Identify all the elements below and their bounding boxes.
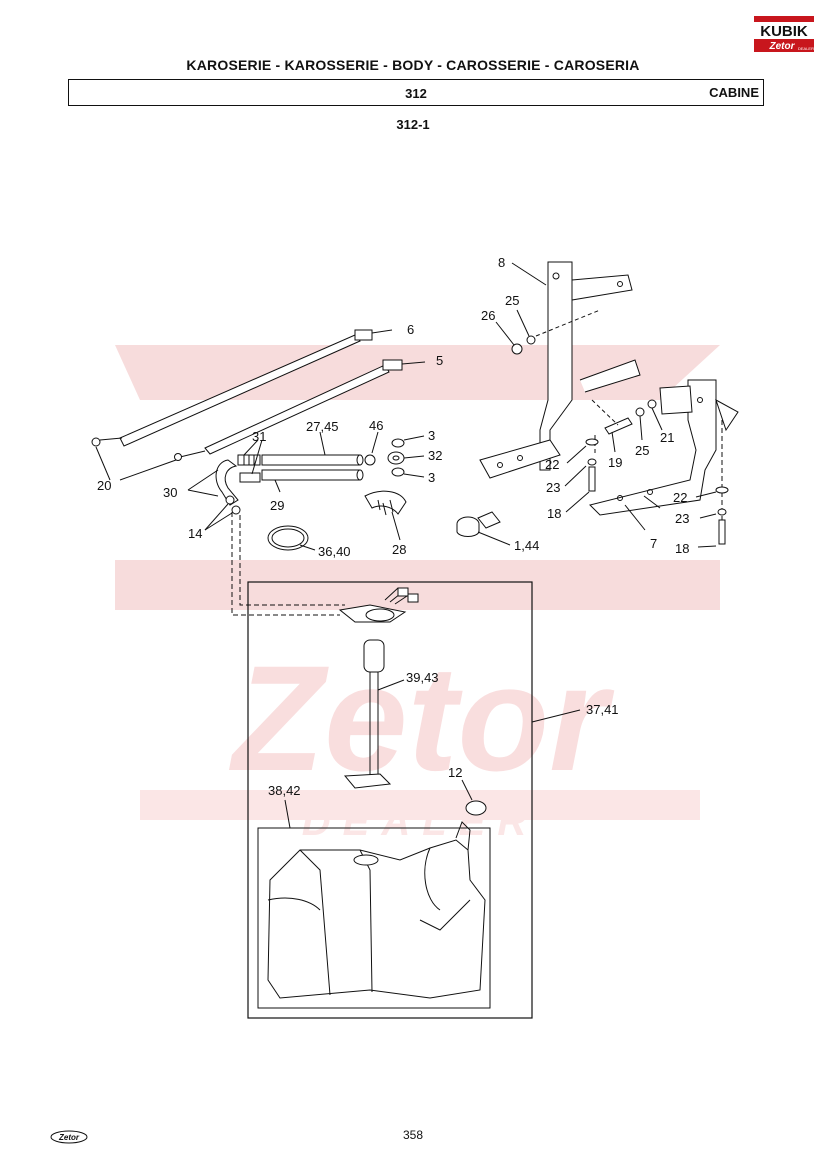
callout-36-40: 36,40 bbox=[318, 544, 351, 559]
footer-logo-text: Zetor bbox=[58, 1133, 80, 1142]
callout-19: 19 bbox=[608, 455, 622, 470]
callout-3a: 3 bbox=[428, 428, 435, 443]
callout-25b: 25 bbox=[635, 443, 649, 458]
washer-46 bbox=[364, 454, 376, 466]
tank-assembly-frame bbox=[247, 581, 533, 1019]
callout-8: 8 bbox=[498, 255, 505, 270]
callout-46: 46 bbox=[369, 418, 383, 433]
callout-22b: 22 bbox=[673, 490, 687, 505]
callout-20: 20 bbox=[97, 478, 111, 493]
callout-27-45: 27,45 bbox=[306, 419, 339, 434]
page-title: KAROSERIE - KAROSSERIE - BODY - CAROSSER… bbox=[186, 57, 640, 73]
callout-30: 30 bbox=[163, 485, 177, 500]
callout-21: 21 bbox=[660, 430, 674, 445]
strap-6 bbox=[91, 329, 393, 447]
nut-26 bbox=[511, 343, 523, 355]
callout-32: 32 bbox=[428, 448, 442, 463]
callout-5: 5 bbox=[436, 353, 443, 368]
callout-18b: 18 bbox=[675, 541, 689, 556]
callout-3b: 3 bbox=[428, 470, 435, 485]
fuel-tank-38 bbox=[267, 821, 486, 999]
callout-14: 14 bbox=[188, 526, 202, 541]
callout-29: 29 bbox=[270, 498, 284, 513]
callout-23a: 23 bbox=[546, 480, 560, 495]
kubik-logo: KUBIK Zetor DEALER bbox=[752, 14, 816, 54]
callout-6: 6 bbox=[407, 322, 414, 337]
callout-37-41: 37,41 bbox=[586, 702, 619, 717]
callout-12: 12 bbox=[448, 765, 462, 780]
grommet-28 bbox=[364, 490, 407, 515]
watermark: Zetor DEALER bbox=[115, 345, 720, 844]
bracket-7 bbox=[589, 379, 739, 531]
callout-23b: 23 bbox=[675, 511, 689, 526]
bolt-19 bbox=[604, 417, 633, 435]
callout-39-43: 39,43 bbox=[406, 670, 439, 685]
washer-25a bbox=[526, 335, 536, 345]
subsection-number: 312-1 bbox=[396, 117, 430, 132]
fitting-31 bbox=[237, 454, 261, 483]
callout-25a: 25 bbox=[505, 293, 519, 308]
fuel-sender-39 bbox=[338, 587, 419, 789]
fuel-cap-1 bbox=[456, 511, 501, 537]
callout-38-42: 38,42 bbox=[268, 783, 301, 798]
logo-brand-text: KUBIK bbox=[760, 23, 808, 40]
callout-26: 26 bbox=[481, 308, 495, 323]
callout-22a: 22 bbox=[545, 457, 559, 472]
bolt-18a bbox=[588, 466, 596, 492]
logo-sub-text: Zetor bbox=[769, 41, 796, 52]
section-name: CABINE bbox=[709, 85, 759, 100]
logo-tag-text: DEALER bbox=[798, 46, 814, 51]
watermark-tag-text: DEALER bbox=[302, 800, 538, 844]
strap-5 bbox=[174, 359, 426, 461]
bolt-18b bbox=[718, 519, 726, 545]
section-header-box: 312 CABINE bbox=[68, 79, 764, 106]
footer-zetor-logo: Zetor bbox=[50, 1130, 88, 1149]
callout-7: 7 bbox=[650, 536, 657, 551]
fitting-30 bbox=[215, 459, 239, 506]
watermark-brand-text: Zetor bbox=[229, 634, 616, 802]
callout-28: 28 bbox=[392, 542, 406, 557]
callout-18a: 18 bbox=[547, 506, 561, 521]
hose-27 bbox=[261, 454, 361, 466]
section-number: 312 bbox=[405, 86, 427, 101]
page-number: 358 bbox=[402, 1128, 424, 1142]
callout-1-44: 1,44 bbox=[514, 538, 539, 553]
tank-cap-12 bbox=[465, 800, 487, 816]
callout-31: 31 bbox=[252, 429, 266, 444]
bracket-8 bbox=[479, 261, 641, 479]
hose-29 bbox=[261, 469, 361, 481]
